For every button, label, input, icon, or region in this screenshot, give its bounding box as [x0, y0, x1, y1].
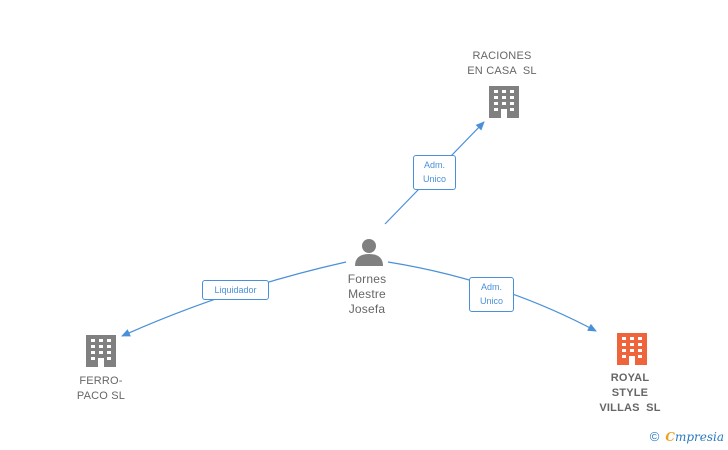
- brand-logo: Cmpresia: [665, 429, 724, 444]
- node-label-royal[interactable]: ROYAL STYLE VILLAS SL: [599, 372, 661, 414]
- building-icon-royal: [617, 333, 647, 365]
- node-label-center[interactable]: Fornes Mestre Josefa: [347, 272, 387, 316]
- node-label-raciones[interactable]: RACIONES EN CASA SL: [467, 50, 537, 77]
- relation-box-ferropaco[interactable]: Liquidador: [202, 280, 269, 300]
- brand-footer: © Cmpresia: [650, 429, 724, 444]
- relation-box-royal[interactable]: Adm. Unico: [469, 277, 514, 312]
- node-label-ferropaco[interactable]: FERRO- PACO SL: [76, 375, 126, 402]
- copyright-icon: ©: [649, 429, 660, 444]
- relation-box-raciones[interactable]: Adm. Unico: [413, 155, 456, 190]
- building-icon-ferropaco: [86, 335, 116, 367]
- building-icon-raciones: [489, 86, 519, 118]
- person-icon: [355, 239, 383, 266]
